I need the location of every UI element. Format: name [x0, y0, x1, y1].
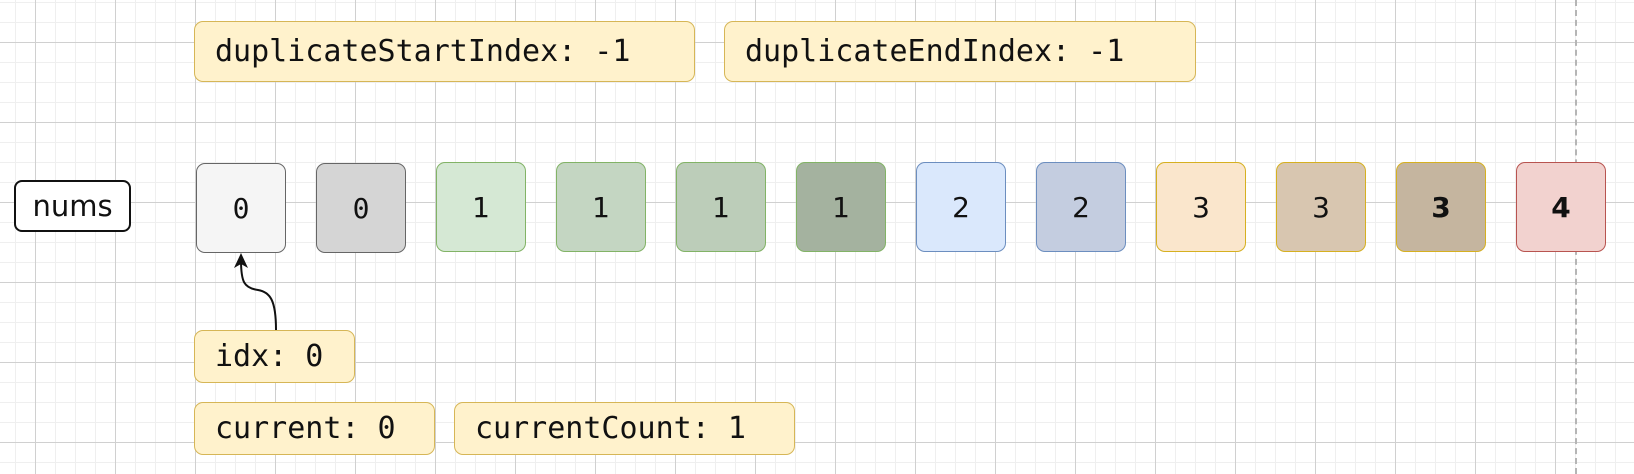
array-cell-0: 0 [196, 163, 286, 253]
array-cell-1: 0 [316, 163, 406, 253]
array-cell-4: 1 [676, 162, 766, 252]
array-cell-3: 1 [556, 162, 646, 252]
array-cell-7: 2 [1036, 162, 1126, 252]
var-idx: idx: 0 [194, 330, 355, 383]
var-duplicate-end-index: duplicateEndIndex: -1 [724, 21, 1196, 82]
array-label: nums [14, 180, 131, 232]
array-cell-2: 1 [436, 162, 526, 252]
array-cell-5: 1 [796, 162, 886, 252]
array-cell-9: 3 [1276, 162, 1366, 252]
array-cell-8: 3 [1156, 162, 1246, 252]
pointer-arrow-icon [234, 253, 277, 331]
var-duplicate-start-index: duplicateStartIndex: -1 [194, 21, 695, 82]
array-cell-10: 3 [1396, 162, 1486, 252]
array-cell-6: 2 [916, 162, 1006, 252]
array-cell-11: 4 [1516, 162, 1606, 252]
var-current-count: currentCount: 1 [454, 402, 795, 455]
var-current: current: 0 [194, 402, 435, 455]
